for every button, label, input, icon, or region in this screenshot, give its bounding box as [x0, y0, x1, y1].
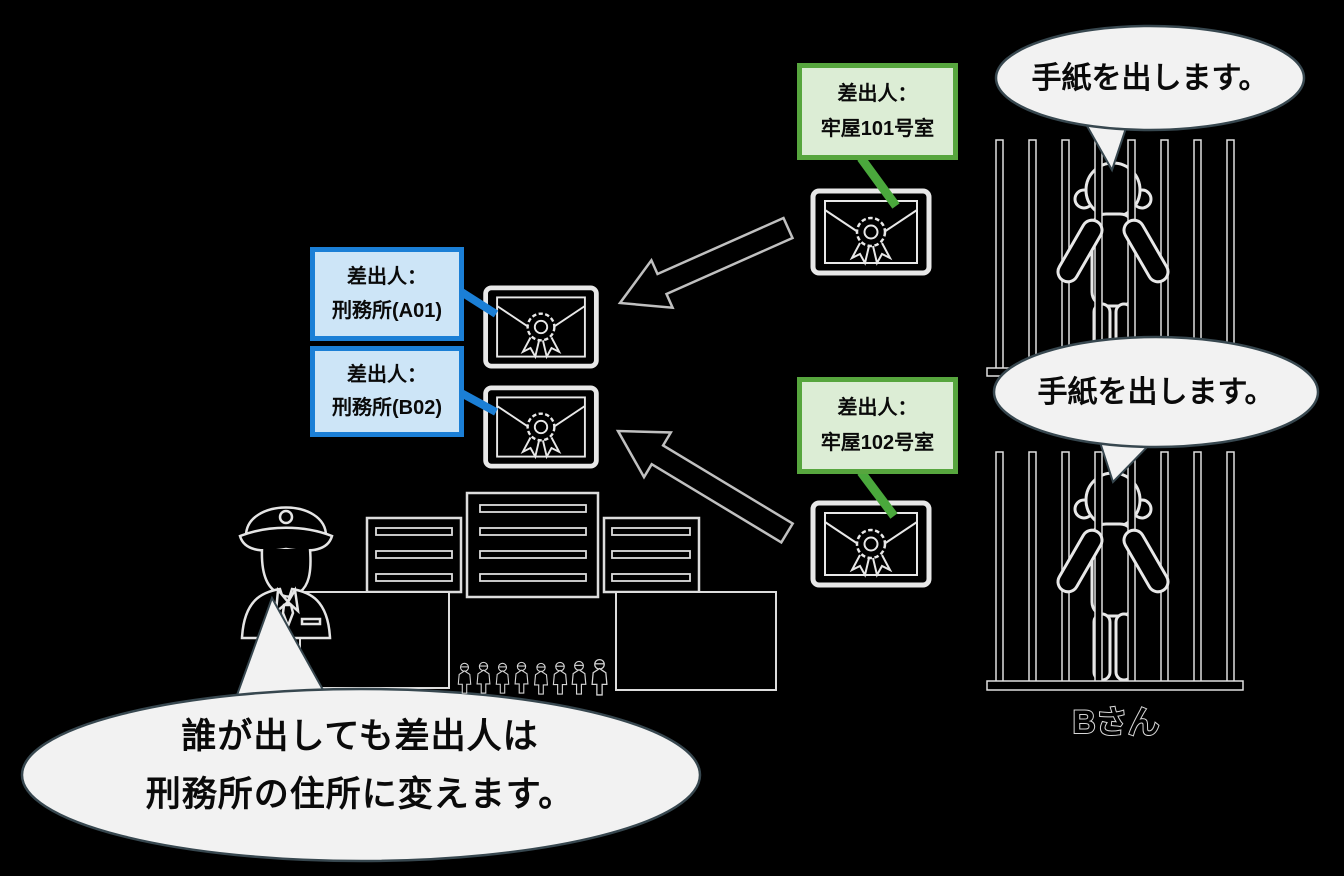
- speech-text-prisoner-a: 手紙を出します。: [1031, 62, 1269, 95]
- gate-walls: [299, 591, 777, 691]
- prisoner-a-arms: [1056, 218, 1170, 284]
- envelope-icon-prison-a01: [486, 288, 597, 366]
- speech-bubble-prisoner-a: [994, 24, 1306, 173]
- sender-label-cell102: 差出人： 牢屋102号室: [797, 377, 958, 474]
- envelope-icon-prison-b02: [486, 388, 597, 466]
- sender-label-cell101: 差出人： 牢屋101号室: [797, 63, 958, 160]
- sender-label-value: 刑務所(B02): [331, 397, 442, 420]
- envelope-icon-cell101: [813, 191, 929, 273]
- prisoner-b-arms: [1056, 528, 1170, 594]
- sender-label-value: 牢屋102号室: [820, 432, 935, 455]
- sender-label-title: 差出人：: [837, 396, 918, 419]
- sender-label-prison-b02: 差出人： 刑務所(B02): [310, 346, 464, 437]
- speech-text-guard: 誰が出しても差出人は 刑務所の住所に変えます。: [100, 708, 620, 824]
- envelope-icon-cell102: [813, 503, 929, 585]
- speech-bubble-prisoner-b: [992, 335, 1320, 484]
- arrow-icon-top: [617, 216, 795, 310]
- jail-cell-b: [986, 451, 1244, 691]
- guard-speech-line1: 誰が出しても差出人は: [181, 717, 539, 756]
- speech-bubble-guard: [20, 595, 702, 863]
- sender-label-value: 刑務所(A01): [331, 300, 442, 323]
- guard-speech-line2: 刑務所の住所に変えます。: [145, 775, 575, 814]
- prison-building-icon: [299, 491, 777, 691]
- callout-line-cell101: [857, 155, 900, 209]
- sender-label-prison-a01: 差出人： 刑務所(A01): [310, 247, 464, 341]
- sender-label-value: 牢屋101号室: [820, 118, 935, 141]
- sender-label-title: 差出人：: [347, 265, 427, 288]
- crowd-icon: [457, 658, 608, 696]
- speech-text-prisoner-b: 手紙を出します。: [1037, 376, 1275, 409]
- prisoner-b-icon: [1073, 471, 1153, 682]
- arrow-icon-bottom: [615, 429, 795, 545]
- guard-icon: [238, 506, 334, 640]
- sender-label-title: 差出人：: [837, 82, 918, 105]
- prisoner-b-name-label: Bさん: [1072, 704, 1159, 740]
- sender-label-title: 差出人：: [347, 363, 427, 386]
- callout-line-cell102: [857, 469, 898, 519]
